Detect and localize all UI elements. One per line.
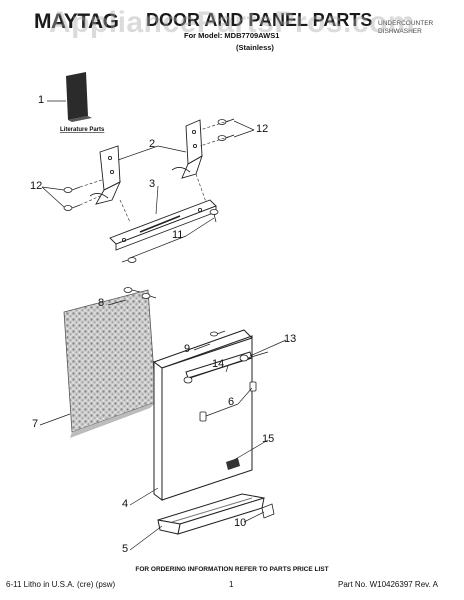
- product-type: UNDERCOUNTER DISHWASHER: [378, 20, 433, 36]
- toe-panel: [157, 493, 265, 535]
- model-variant: (Stainless): [236, 43, 274, 52]
- callout-6: 6: [228, 396, 235, 408]
- callout-1: 1: [38, 94, 45, 106]
- page-number: 1: [229, 580, 234, 589]
- toe-panel-clip: [261, 503, 275, 519]
- alignment-lines: [79, 118, 235, 223]
- callout-5: 5: [122, 543, 129, 555]
- screws-left: [63, 186, 81, 211]
- callout-12-left: 12: [30, 180, 43, 192]
- model-line: For Model: MDB7709AWS1: [184, 31, 280, 40]
- page-title: DOOR AND PANEL PARTS: [146, 10, 373, 30]
- literature-parts-label: Literature Parts: [60, 127, 105, 133]
- product-type-line-1: UNDERCOUNTER: [378, 20, 434, 27]
- literature-booklet: [47, 72, 92, 122]
- product-type-line-2: DISHWASHER: [378, 28, 422, 35]
- callout-14: 14: [212, 358, 225, 370]
- callout-7: 7: [32, 418, 39, 430]
- screws-upper-right: [217, 118, 235, 141]
- callout-15: 15: [262, 433, 275, 445]
- callout-11: 11: [172, 229, 184, 241]
- callout-10: 10: [234, 517, 247, 529]
- panel-screws: [123, 287, 157, 299]
- callout-3: 3: [149, 178, 156, 190]
- ordering-note: FOR ORDERING INFORMATION REFER TO PARTS …: [135, 566, 329, 573]
- mounting-bracket-right: [171, 119, 203, 179]
- brand-logo: MAYTAG: [34, 10, 119, 33]
- callout-2: 2: [149, 138, 156, 150]
- door-rail: [109, 199, 217, 251]
- door-top-screws: [210, 330, 226, 337]
- callout-9: 9: [184, 343, 191, 355]
- print-info: 6-11 Litho in U.S.A. (cre) (psw): [6, 580, 116, 589]
- callout-13: 13: [284, 333, 297, 345]
- callout-12-right: 12: [256, 123, 269, 135]
- mounting-bracket-left: [89, 145, 121, 205]
- callout-8: 8: [98, 297, 105, 309]
- rail-screws: [121, 209, 219, 263]
- door-badge: [226, 458, 240, 470]
- insulation-panel: [63, 289, 157, 438]
- part-number: Part No. W10426397 Rev. A: [338, 580, 438, 589]
- callout-4: 4: [122, 498, 129, 510]
- leader-lines: [39, 120, 287, 551]
